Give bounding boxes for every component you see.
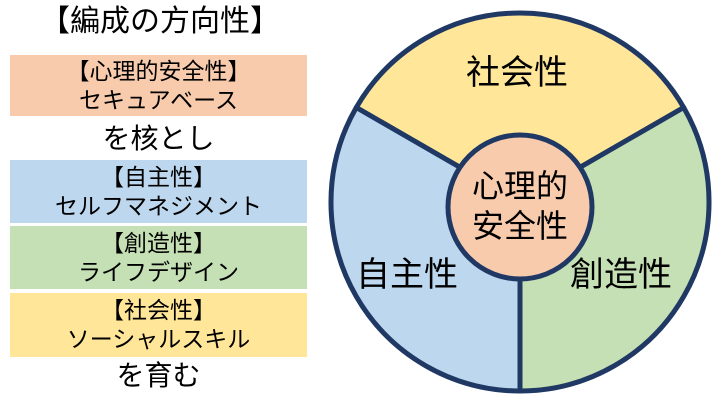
center-label-line2: 安全性 bbox=[471, 208, 568, 244]
segment-label-creativity: 創造性 bbox=[570, 256, 672, 294]
figure-title: 【編成の方向性】 bbox=[40, 5, 280, 38]
connector-core-text: を核とし bbox=[102, 123, 215, 154]
item-category-label: 【心理的安全性】 bbox=[66, 57, 251, 84]
item-method-label: ライフデザイン bbox=[78, 258, 239, 285]
segment-label-sociality: 社会性 bbox=[466, 54, 568, 92]
item-box-psychological-safety: 【心理的安全性】 セキュアベース bbox=[10, 55, 307, 116]
center-circle bbox=[445, 132, 595, 282]
item-category-label: 【創造性】 bbox=[101, 229, 216, 256]
item-box-autonomy: 【自主性】 セルフマネジメント bbox=[10, 160, 307, 223]
item-method-label: セキュアベース bbox=[79, 86, 238, 113]
center-circle-label: 心理的 安全性 bbox=[440, 166, 600, 246]
item-method-label: セルフマネジメント bbox=[55, 192, 262, 219]
item-method-label: ソーシャルスキル bbox=[66, 326, 251, 352]
item-category-label: 【自主性】 bbox=[101, 163, 216, 190]
segment-label-autonomy: 自主性 bbox=[356, 256, 458, 294]
center-label-line1: 心理的 bbox=[471, 168, 568, 204]
item-category-label: 【社会性】 bbox=[101, 297, 216, 323]
item-box-creativity: 【創造性】 ライフデザイン bbox=[10, 226, 307, 289]
segment-sociality-wedge bbox=[353, 10, 687, 205]
connector-grow-text: を育む bbox=[116, 360, 201, 391]
item-box-sociality: 【社会性】 ソーシャルスキル bbox=[10, 293, 307, 357]
